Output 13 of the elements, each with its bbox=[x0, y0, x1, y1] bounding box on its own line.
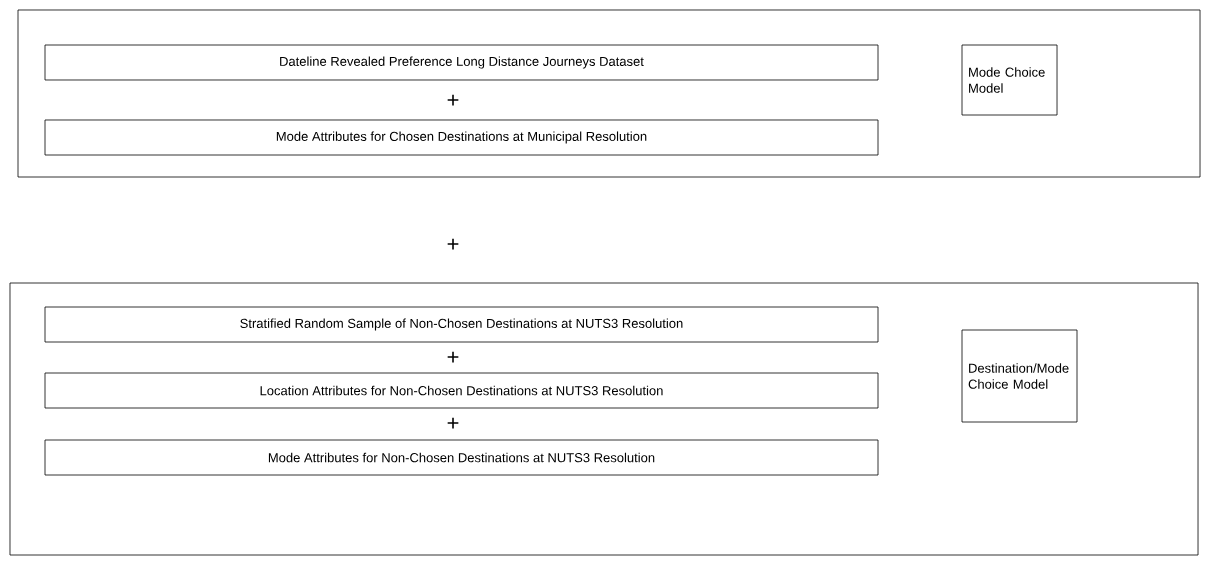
data-box: Mode Attributes for Chosen Destinations at Municipal Resolution bbox=[44, 119, 879, 156]
data-box: Location Attributes for Non-Chosen Destinations at NUTS3 Resolution bbox=[44, 372, 879, 409]
group-frame bbox=[17, 9, 1201, 178]
plus-sign: + bbox=[447, 351, 459, 363]
plus-sign: + bbox=[447, 94, 459, 106]
plus-sign: + bbox=[447, 417, 459, 429]
data-box: Dateline Revealed Preference Long Distance Journeys Dataset bbox=[44, 44, 879, 81]
plus-sign: + bbox=[447, 238, 459, 250]
data-box: Stratified Random Sample of Non-Chosen Destinations at NUTS3 Resolution bbox=[44, 306, 879, 343]
model-box: Mode Choice Model bbox=[961, 44, 1058, 116]
group-frame bbox=[9, 282, 1199, 556]
data-box: Mode Attributes for Non-Chosen Destinations at NUTS3 Resolution bbox=[44, 439, 879, 476]
model-box: Destination/Mode Choice Model bbox=[961, 329, 1078, 423]
